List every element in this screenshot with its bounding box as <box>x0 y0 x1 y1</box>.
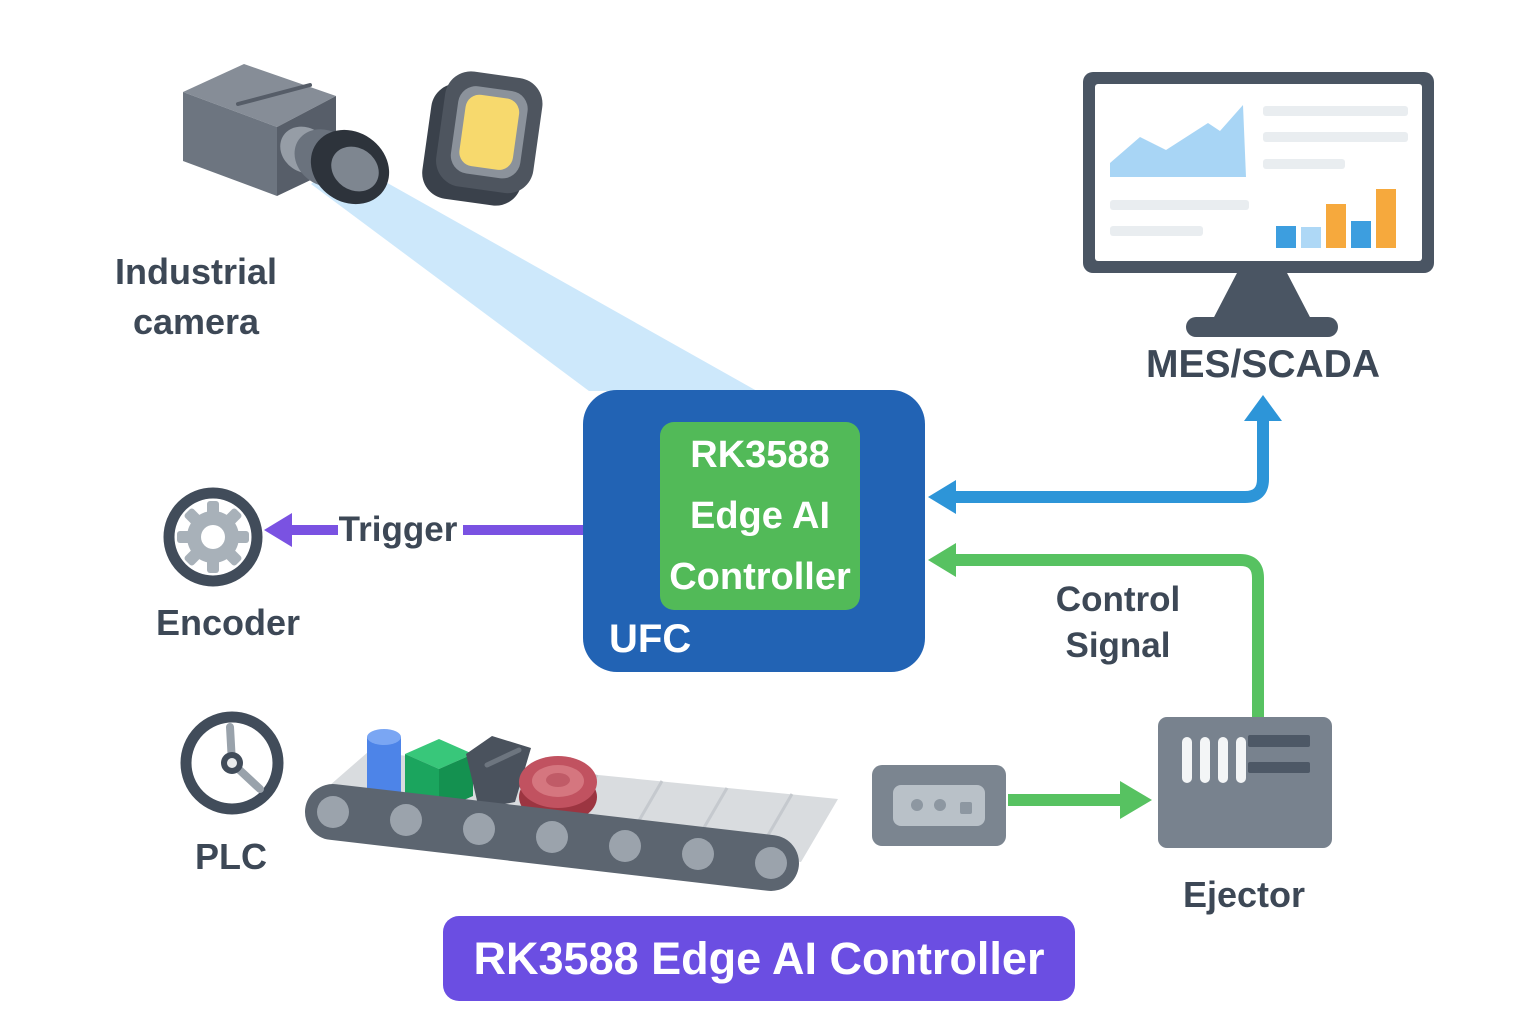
encoder-label: Encoder <box>155 602 301 643</box>
dashboard-text-line <box>1263 106 1408 116</box>
ejector-vent-slot <box>1200 737 1210 783</box>
title-banner-text: RK3588 Edge AI Controller <box>473 932 1045 984</box>
conveyor-item-part <box>466 736 531 809</box>
industrial-camera-icon <box>183 64 390 205</box>
dashboard-text-line <box>1263 159 1345 169</box>
conveyor-item-ring <box>519 756 597 823</box>
monitor-bar <box>1326 204 1346 248</box>
encoder-gear-icon <box>163 487 263 587</box>
monitor-base <box>1186 317 1338 337</box>
plc-clock-icon <box>180 711 284 815</box>
sensor-panel <box>893 785 985 826</box>
ejector-label-bar <box>1248 762 1310 773</box>
dashboard-text-line <box>1110 200 1249 210</box>
monitor-bar <box>1301 227 1321 248</box>
ejector-vent-slot <box>1218 737 1228 783</box>
trigger-label: Trigger <box>338 510 458 549</box>
monitor-bar <box>1351 221 1371 248</box>
monitor-bar <box>1276 226 1296 248</box>
rk3588-chip: RK3588 Edge AI Controller <box>660 422 860 610</box>
monitor-bar <box>1376 189 1396 248</box>
ejector-label-bar <box>1248 735 1310 747</box>
sensor-indicator-dot <box>911 799 923 811</box>
sensor-indicator-square <box>960 802 972 814</box>
control-signal-label-line2: Signal <box>1065 625 1171 665</box>
control-signal-arrow <box>928 543 1264 718</box>
sensor-indicator-dot <box>934 799 946 811</box>
mes-monitor-screen <box>1095 84 1422 261</box>
ejector-vent-slot <box>1236 737 1246 783</box>
sensor-to-ejector-arrow <box>1008 781 1152 819</box>
title-banner: RK3588 Edge AI Controller <box>443 916 1075 1001</box>
mes-monitor <box>1083 72 1434 273</box>
sensor-device <box>872 765 1006 846</box>
control-signal-label: Control Signal <box>1056 577 1180 668</box>
chip-label-line1: RK3588 <box>690 433 830 476</box>
ufc-tag: UFC <box>609 617 692 661</box>
dashboard-text-line <box>1110 226 1203 236</box>
chip-label-line2: Edge AI <box>689 494 831 537</box>
mes-link-arrow <box>928 395 1282 514</box>
dashboard-text-line <box>1263 132 1408 142</box>
monitor-area-chart <box>1110 105 1246 177</box>
control-signal-label-line1: Control <box>1055 580 1181 619</box>
conveyor-item-cylinder <box>367 729 401 800</box>
trigger-arrow <box>264 513 585 547</box>
monitor-bar-chart <box>1276 189 1396 248</box>
ring-light-icon <box>422 71 543 206</box>
chip-label-line3: Controller <box>669 555 851 598</box>
plc-label: PLC <box>195 836 267 877</box>
ejector-vent-slot <box>1182 737 1192 783</box>
industrial-camera-label-line2: camera <box>132 300 260 342</box>
camera-beam <box>311 158 757 391</box>
ejector-label: Ejector <box>1182 874 1306 915</box>
industrial-camera-label: Industrial camera <box>115 247 277 346</box>
mes-scada-label: MES/SCADA <box>1145 343 1381 386</box>
ufc-controller-box: RK3588 Edge AI Controller UFC <box>583 390 925 672</box>
industrial-camera-label-line1: Industrial <box>114 251 278 292</box>
conveyor-illustration <box>305 729 838 891</box>
ejector-device <box>1158 717 1332 848</box>
